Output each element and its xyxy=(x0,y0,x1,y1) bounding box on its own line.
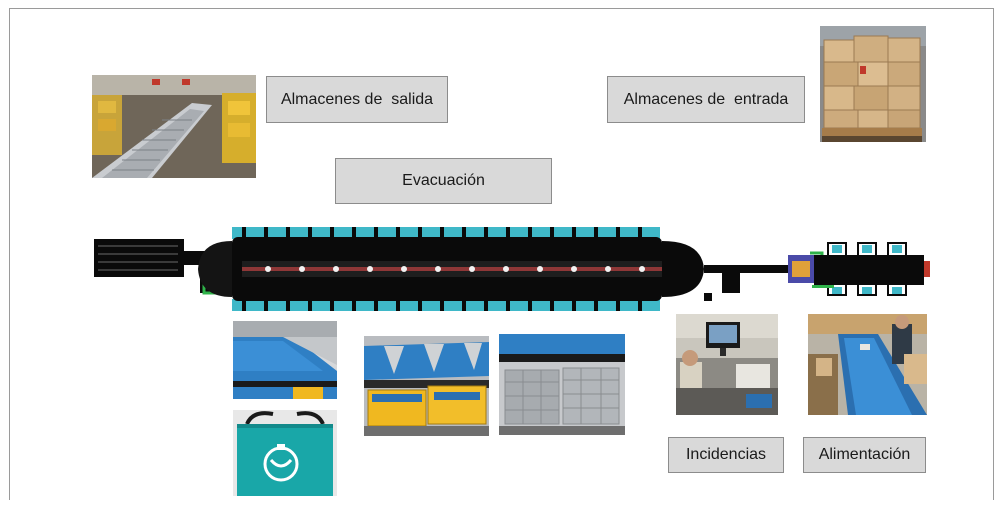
inbound-warehouses-label: Almacenes de entrada xyxy=(607,76,805,123)
postal-bag-photo xyxy=(233,410,337,496)
sorter-conveyor-layout xyxy=(92,225,932,320)
feeding-label: Alimentación xyxy=(803,437,926,473)
incidents-label: Incidencias xyxy=(668,437,784,473)
chute-photo xyxy=(233,321,337,399)
outbound-warehouses-label: Almacenes de salida xyxy=(266,76,448,123)
yellow-bins-photo xyxy=(364,336,489,436)
incidents-station-photo xyxy=(676,314,778,415)
feeding-station-photo xyxy=(808,314,927,415)
cage-containers-photo xyxy=(499,334,625,435)
outbound-warehouse-photo xyxy=(92,75,256,178)
inbound-warehouse-photo xyxy=(820,26,926,142)
diagram-frame xyxy=(9,8,994,500)
evacuation-label: Evacuación xyxy=(335,158,552,204)
